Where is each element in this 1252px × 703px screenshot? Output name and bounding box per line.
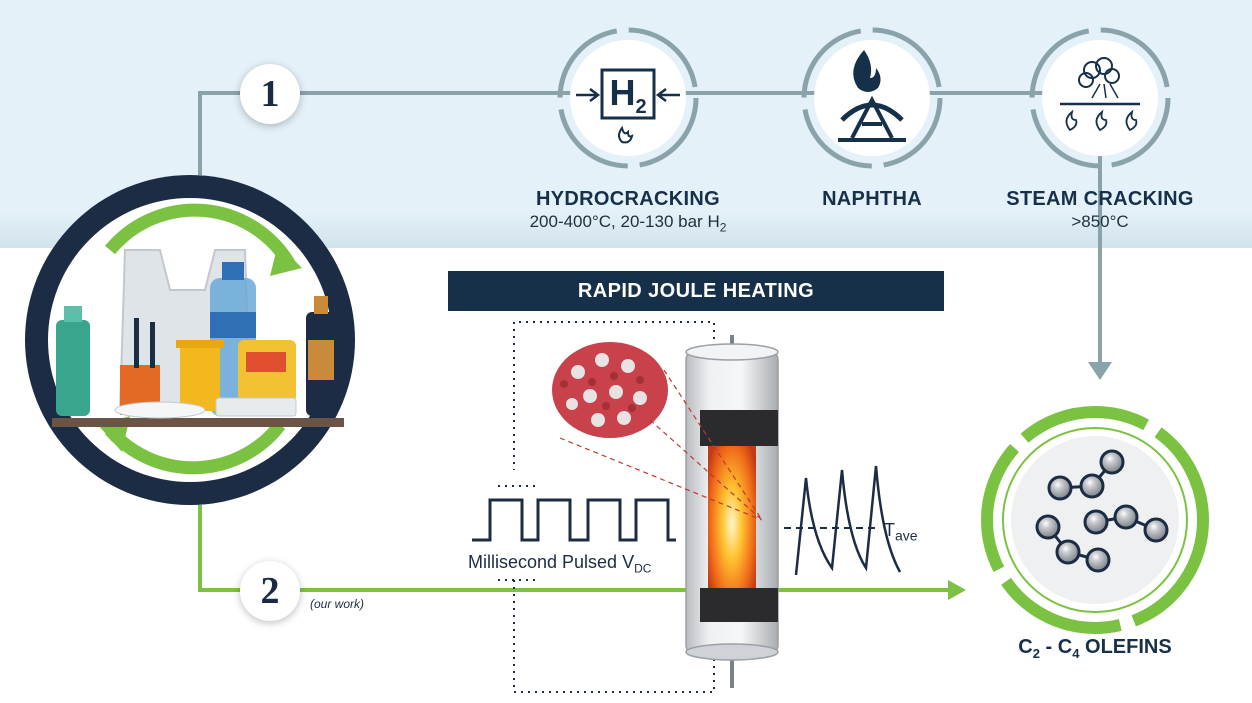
temperature-profile — [784, 465, 902, 576]
square-wave-pulse — [472, 498, 676, 542]
rapid-joule-heating-banner: RAPID JOULE HEATING — [448, 271, 944, 311]
h2-sub: 2 — [635, 96, 647, 119]
olefins-label: C2 - C4 OLEFINS — [1000, 636, 1190, 661]
temperature-label-text: T — [884, 520, 895, 540]
steam-cracking-icon — [1029, 27, 1171, 169]
hydrocracking-conditions-sub: 2 — [719, 220, 727, 235]
route-1-badge: 1 — [240, 64, 300, 124]
naphtha-title: NAPHTHA — [822, 188, 922, 210]
circuit-wires — [498, 321, 715, 693]
hydrocracking-icon — [557, 27, 699, 169]
h2-symbol: H2 — [604, 72, 652, 119]
route-2-arrowhead — [948, 580, 966, 600]
steam-cracking-title: STEAM CRACKING — [1006, 188, 1194, 210]
olefins-dash: - — [1039, 636, 1058, 658]
olefins-c4: C — [1057, 636, 1073, 658]
hydrocracking-title: HYDROCRACKING — [536, 188, 720, 210]
temperature-label-sub: ave — [895, 527, 918, 544]
olefins-c2-sub: 2 — [1032, 646, 1040, 661]
h2-main: H — [609, 72, 636, 113]
plastic-waste-illustration — [25, 175, 355, 505]
pulse-label-sub: DC — [634, 561, 652, 576]
olefins-c4-sub: 4 — [1072, 646, 1080, 661]
hydrocracking-conditions: 200-400°C, 20-130 bar H2 — [488, 212, 768, 234]
joule-heating-reactor — [685, 335, 779, 688]
naphtha-icon — [801, 27, 943, 169]
catalyst-structure — [552, 342, 763, 521]
route-2-number: 2 — [260, 570, 280, 612]
pulse-label: Millisecond Pulsed VDC — [468, 552, 651, 576]
olefins-text: OLEFINS — [1079, 636, 1172, 658]
route-2-badge: 2 — [240, 561, 300, 621]
olefins-c2: C — [1018, 636, 1033, 658]
hydrocracking-conditions-text: 200-400°C, 20-130 bar H — [529, 212, 720, 231]
temperature-average-label: Tave — [884, 520, 918, 544]
olefins-product-circle — [981, 406, 1209, 634]
route-1-arrowhead — [1088, 362, 1112, 380]
pulse-label-text: Millisecond Pulsed V — [468, 552, 635, 572]
route-1-number: 1 — [260, 73, 280, 115]
steam-cracking-temperature: >850°C — [1071, 212, 1129, 231]
our-work-note: (our work) — [310, 597, 365, 611]
